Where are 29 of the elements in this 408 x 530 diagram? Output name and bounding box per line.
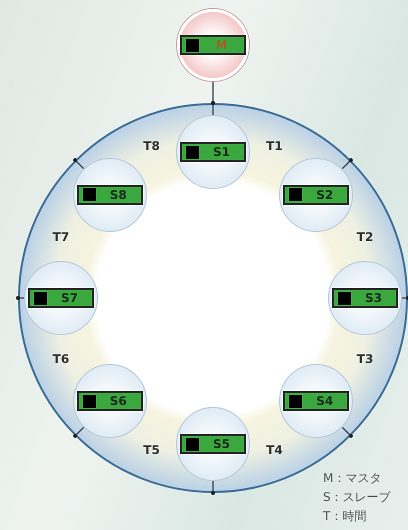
- connector-line: [211, 481, 215, 495]
- legend-note: M：マスタ: [323, 470, 382, 487]
- time-label: T5: [143, 443, 160, 458]
- node-label: S5: [212, 437, 231, 451]
- ring-disc: [18, 103, 408, 493]
- node-label: M: [215, 38, 228, 52]
- connector-line: [402, 296, 408, 300]
- time-label: T6: [52, 352, 70, 366]
- node-label: S2: [315, 188, 334, 202]
- node-label: S6: [108, 394, 128, 408]
- node-label: S4: [315, 394, 334, 408]
- node-label: S8: [108, 188, 128, 202]
- node-label: S1: [212, 145, 231, 159]
- node-label: S7: [60, 291, 79, 305]
- time-label: T2: [356, 230, 374, 244]
- connector-line: [16, 296, 24, 300]
- time-label: T1: [266, 138, 283, 153]
- legend-note: T：時間: [323, 508, 366, 525]
- node-label: S3: [364, 291, 383, 305]
- legend-note: S：スレーブ: [323, 489, 391, 506]
- time-label: T3: [356, 352, 374, 366]
- time-label: T4: [266, 443, 283, 458]
- connector-line: [73, 158, 84, 170]
- connector-line: [342, 158, 353, 170]
- connector-line: [73, 426, 84, 438]
- connector-line: [211, 101, 215, 115]
- time-label: T8: [143, 138, 160, 153]
- time-label: T7: [52, 230, 70, 244]
- connector-line: [342, 426, 353, 438]
